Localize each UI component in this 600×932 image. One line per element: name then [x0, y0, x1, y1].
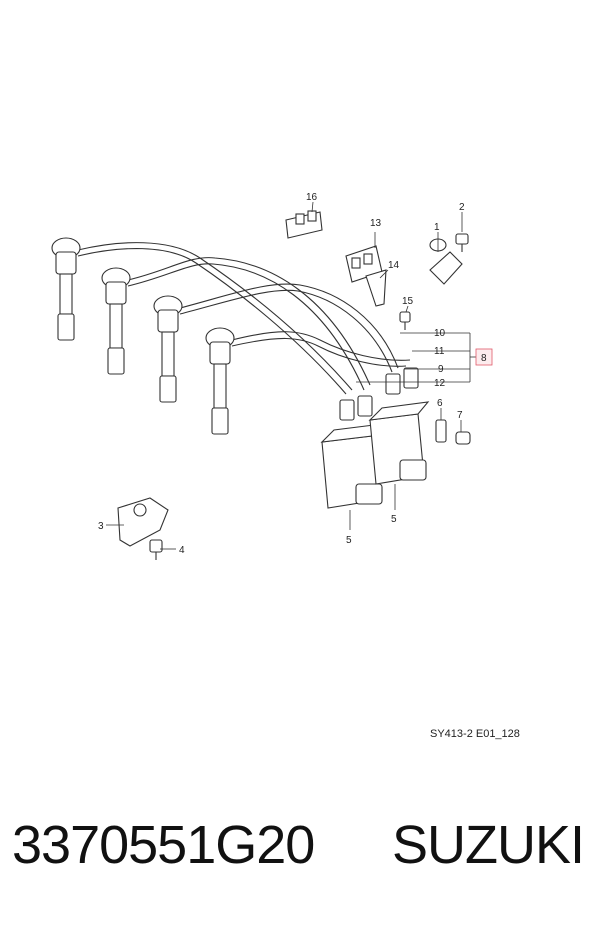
callout-7: 7	[457, 410, 463, 421]
callout-8-highlight	[475, 348, 493, 366]
plug-boot-1	[51, 237, 81, 341]
callout-5a: 5	[346, 535, 352, 546]
part-number: 3370551G20	[12, 815, 315, 875]
sensor-part-3	[117, 497, 169, 547]
plug-boot-4	[205, 327, 235, 435]
callout-labels: 1 2 3 4 5 5 6 7 8 9 10 11 12 13 14 15 16	[98, 192, 493, 556]
callout-5b: 5	[391, 514, 397, 525]
plug-boot-3	[153, 295, 183, 403]
plug-boot-2	[101, 267, 131, 375]
nut-part-7	[455, 431, 471, 445]
stud-part-6	[435, 419, 447, 443]
bolt-part-2	[455, 233, 469, 252]
leader-lines	[106, 201, 476, 550]
callout-10: 10	[434, 328, 446, 339]
callout-2: 2	[459, 202, 465, 213]
bolt-part-15	[399, 311, 411, 330]
callout-3: 3	[98, 521, 104, 532]
callout-9: 9	[438, 364, 444, 375]
callout-8: 8	[481, 353, 487, 364]
ignition-coil-front	[320, 395, 384, 509]
sensor-part-1	[429, 238, 463, 285]
clip-part-16	[285, 210, 323, 239]
callout-16: 16	[306, 192, 318, 203]
callout-11: 11	[434, 346, 445, 357]
ignition-coil-rear	[368, 367, 430, 485]
bracket-part-13	[345, 245, 383, 283]
brand-name: SUZUKI	[391, 815, 585, 875]
bracket-part-14	[365, 269, 387, 307]
callout-14: 14	[388, 260, 400, 271]
parts-diagram: 1 2 3 4 5 5 6 7 8 9 10 11 12 13 14 15 16…	[51, 192, 520, 740]
diagram-reference-code: SY413-2 E01_128	[430, 728, 520, 740]
callout-13: 13	[370, 218, 382, 229]
ignition-wire-set	[77, 242, 411, 395]
bolt-part-4	[149, 539, 163, 560]
callout-4: 4	[179, 545, 185, 556]
callout-15: 15	[402, 296, 414, 307]
callout-12: 12	[434, 378, 446, 389]
callout-1: 1	[434, 222, 440, 233]
callout-6: 6	[437, 398, 443, 409]
